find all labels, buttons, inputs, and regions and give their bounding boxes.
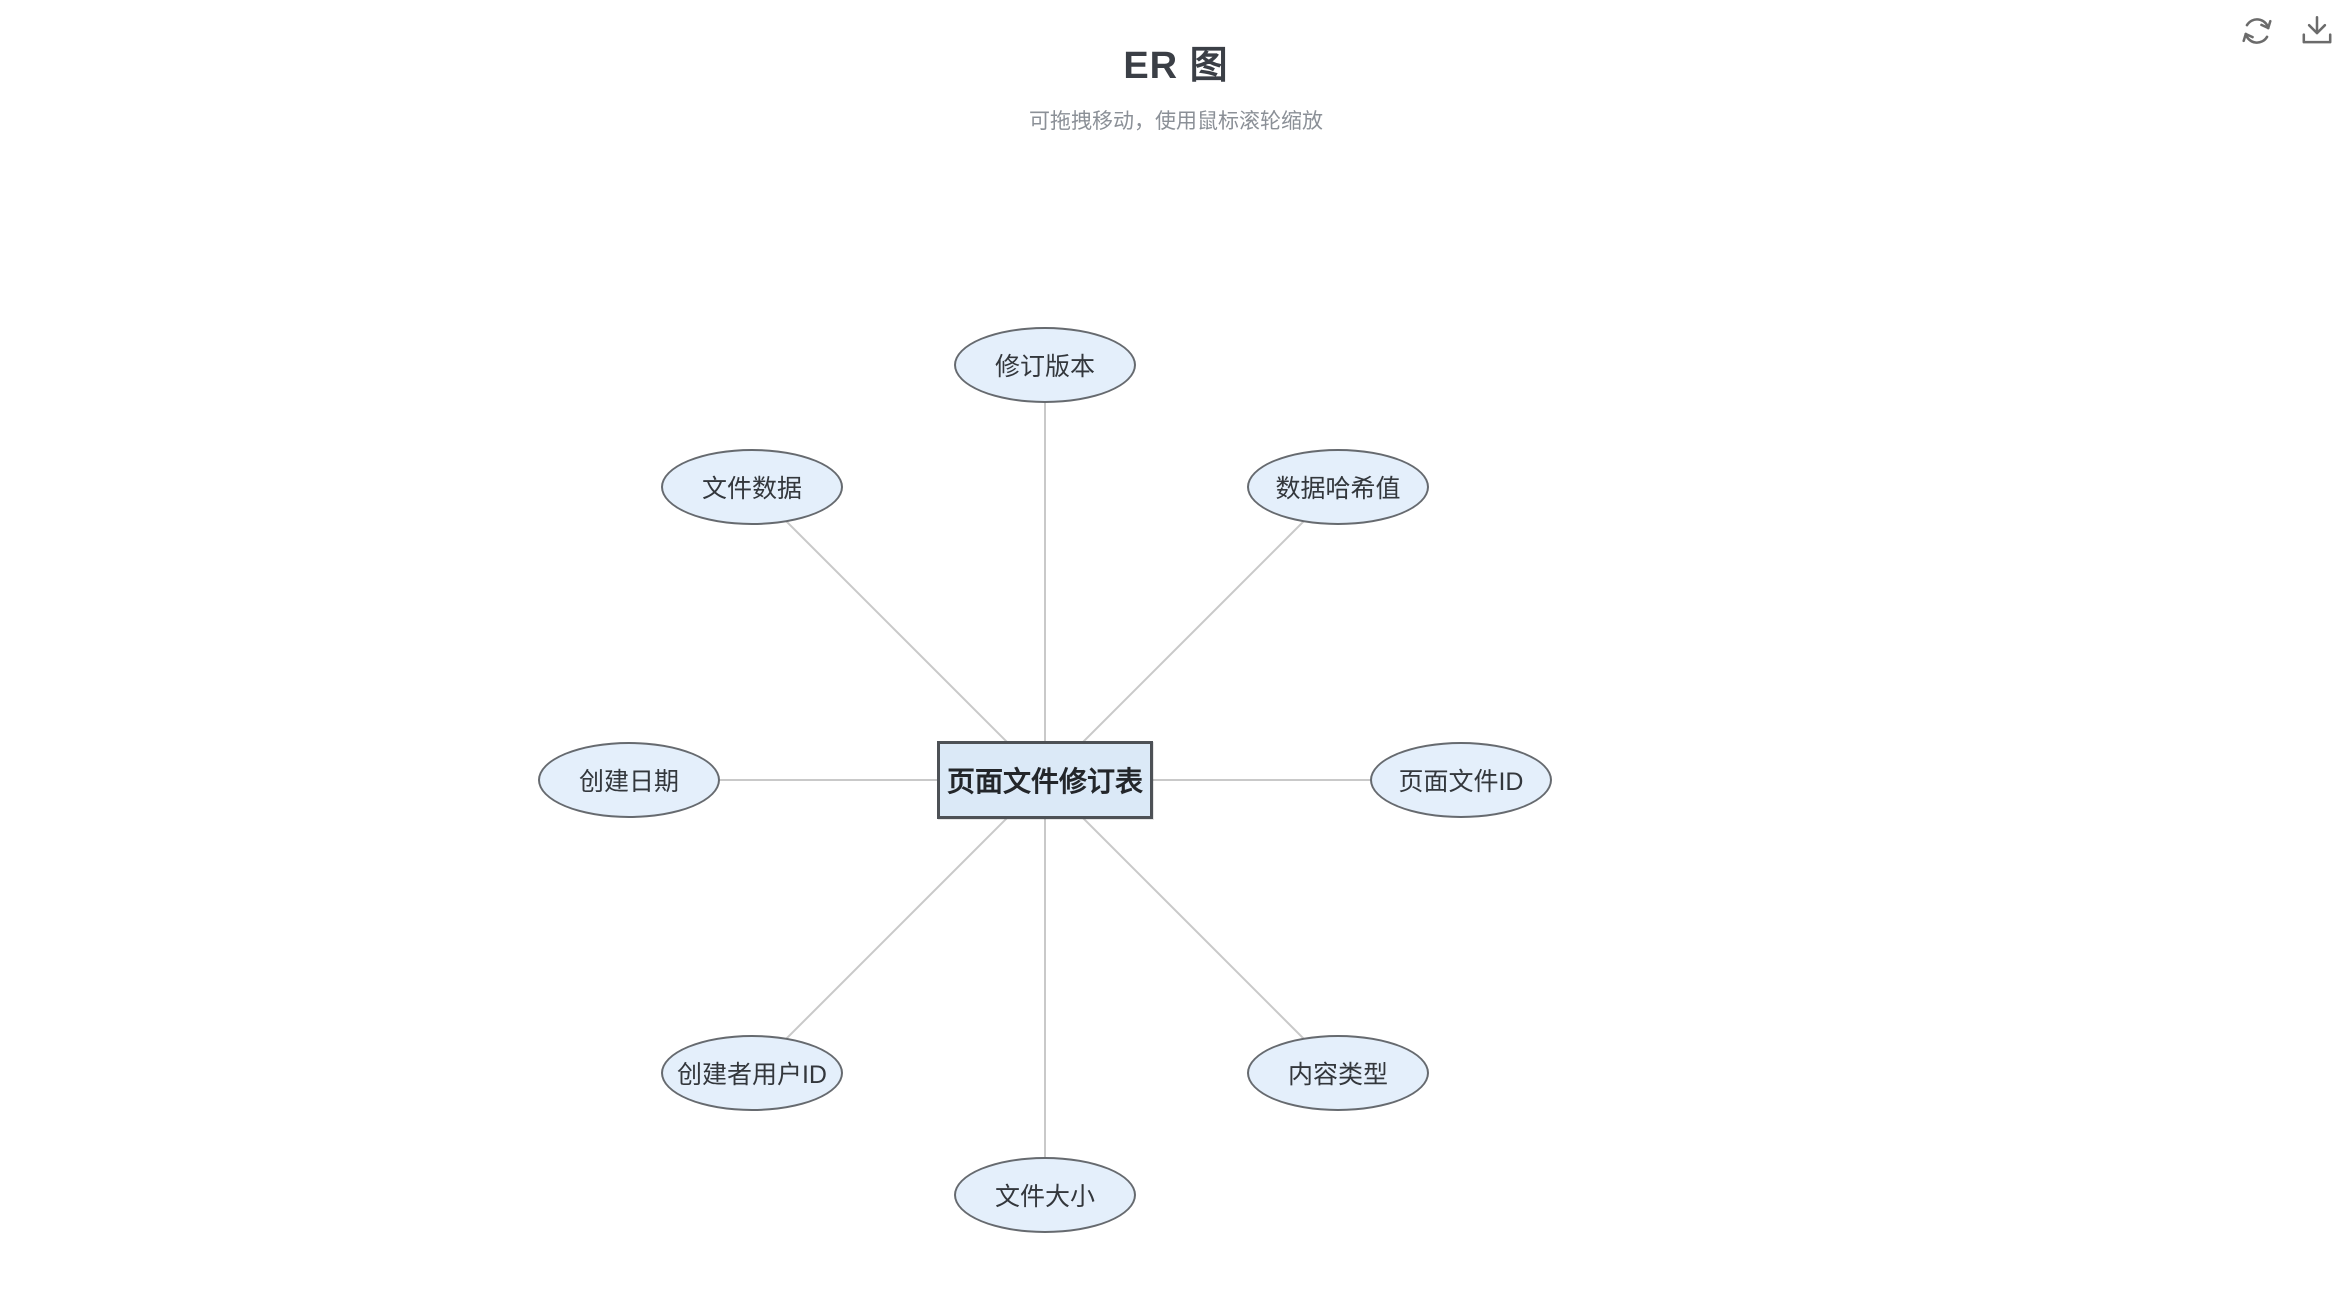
attribute-label: 文件大小 xyxy=(994,1183,1095,1211)
attribute-label: 内容类型 xyxy=(1287,1061,1388,1089)
refresh-icon xyxy=(2238,12,2276,50)
connector-line xyxy=(1044,779,1339,1074)
attribute-label: 创建者用户ID xyxy=(676,1061,827,1089)
attribute-label: 数据哈希值 xyxy=(1275,475,1401,503)
connector-line xyxy=(1044,486,1339,781)
download-button[interactable] xyxy=(2296,10,2338,52)
toolbar xyxy=(2236,10,2338,52)
page-subtitle: 可拖拽移动，使用鼠标滚轮缩放 xyxy=(1029,110,1323,133)
attribute-node-content-type[interactable]: 内容类型 xyxy=(1247,1035,1429,1111)
attribute-label: 文件数据 xyxy=(701,475,802,503)
attribute-node-data-hash[interactable]: 数据哈希值 xyxy=(1247,449,1429,525)
attribute-node-file-data[interactable]: 文件数据 xyxy=(661,449,843,525)
page-title: ER 图 xyxy=(1123,45,1229,87)
entity-node-page-file-revision-table[interactable]: 页面文件修订表 xyxy=(937,741,1153,819)
attribute-node-page-file-id[interactable]: 页面文件ID xyxy=(1370,742,1552,818)
attribute-node-creator-user-id[interactable]: 创建者用户ID xyxy=(661,1035,843,1111)
attribute-label: 页面文件ID xyxy=(1398,768,1524,796)
attribute-label: 修订版本 xyxy=(994,353,1095,381)
attribute-node-file-size[interactable]: 文件大小 xyxy=(954,1157,1136,1233)
attribute-node-create-date[interactable]: 创建日期 xyxy=(538,742,720,818)
attribute-node-revision-version[interactable]: 修订版本 xyxy=(954,327,1136,403)
refresh-button[interactable] xyxy=(2236,10,2278,52)
connector-line xyxy=(751,486,1046,781)
download-icon xyxy=(2298,12,2336,50)
header: ER 图 可拖拽移动，使用鼠标滚轮缩放 xyxy=(0,0,2352,135)
connector-line xyxy=(751,779,1046,1074)
attribute-label: 创建日期 xyxy=(578,768,679,796)
entity-label: 页面文件修订表 xyxy=(946,766,1143,797)
